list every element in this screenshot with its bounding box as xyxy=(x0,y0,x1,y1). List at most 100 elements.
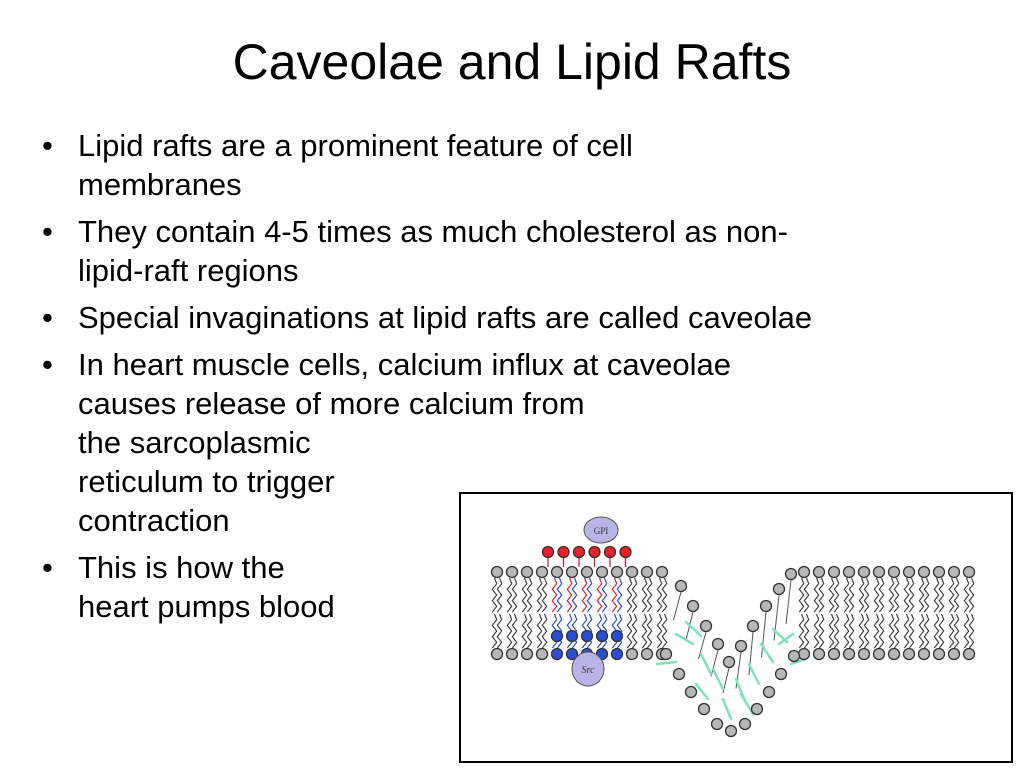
lipid-tail xyxy=(918,613,925,649)
lipid-tail xyxy=(933,613,940,649)
caveola-lipid-head xyxy=(710,717,724,731)
slide-title: Caveolae and Lipid Rafts xyxy=(232,34,792,90)
lipid-tail xyxy=(566,577,573,613)
caveolae-diagram: GPI Src xyxy=(459,492,1013,763)
lipid-head xyxy=(842,647,856,661)
lipid-tail xyxy=(878,613,885,649)
lipid-head xyxy=(917,647,931,661)
lipid-tail xyxy=(893,613,900,649)
lipid-tail xyxy=(878,577,885,613)
caveola-lipid-head xyxy=(762,685,776,699)
lipid-tail xyxy=(873,613,880,649)
caveola-lipid-head xyxy=(659,647,673,661)
lipid-tail xyxy=(586,613,593,649)
lipid-tail xyxy=(631,577,638,613)
raft-lipid-head xyxy=(580,629,594,643)
cholesterol-molecule xyxy=(711,667,725,691)
lipid-tail xyxy=(616,577,623,613)
lipid-head xyxy=(887,565,901,579)
caveola-lipid-tail xyxy=(773,594,780,641)
cholesterol-molecule xyxy=(777,632,795,646)
bullet-text: They contain 4-5 times as much cholester… xyxy=(78,212,1000,290)
lipid-tail xyxy=(581,577,588,613)
gpi-anchored-protein: GPI xyxy=(583,516,619,544)
src-label: Src xyxy=(582,665,596,676)
cholesterol-molecule xyxy=(734,677,746,701)
lipid-tail xyxy=(828,577,835,613)
lipid-heads xyxy=(490,545,976,738)
caveola-lipid-head xyxy=(750,702,764,716)
lipid-tail xyxy=(491,613,498,649)
lipid-head xyxy=(887,647,901,661)
caveola-lipid-tail xyxy=(673,591,682,621)
raft-lipid-head xyxy=(603,545,617,559)
caveola-lipid-head xyxy=(724,724,738,738)
lipid-tail xyxy=(798,613,805,649)
lipid-head xyxy=(565,647,579,661)
lipid-tail xyxy=(646,613,653,649)
lipid-head xyxy=(797,565,811,579)
caveola-lipid-tail xyxy=(761,611,767,658)
lipid-tail xyxy=(813,613,820,649)
bullet-line: reticulum to trigger xyxy=(78,464,335,499)
bullet-line: Lipid rafts are a prominent feature of c… xyxy=(78,128,633,163)
lipid-tail xyxy=(923,613,930,649)
lipid-tail xyxy=(661,577,668,613)
lipid-tail xyxy=(848,577,855,613)
lipid-head xyxy=(550,565,564,579)
lipid-head xyxy=(947,647,961,661)
caveola-lipid-head xyxy=(672,667,686,681)
lipid-tail xyxy=(596,577,603,613)
caveola-lipid-head xyxy=(697,702,711,716)
lipid-tail xyxy=(551,577,558,613)
bullet-text: Special invaginations at lipid rafts are… xyxy=(78,298,1000,337)
lipid-tail xyxy=(938,577,945,613)
lipid-tail xyxy=(908,577,915,613)
caveola-lipid-head xyxy=(746,619,760,633)
lipid-head xyxy=(827,647,841,661)
cholesterol-molecule xyxy=(684,620,703,638)
lipid-tail xyxy=(491,577,498,613)
lipid-tail xyxy=(586,577,593,613)
lipid-tail xyxy=(556,577,563,613)
caveola-lipid-head xyxy=(711,637,725,651)
caveola-lipid-head xyxy=(722,655,736,669)
bullet-line: They contain 4-5 times as much cholester… xyxy=(78,214,788,249)
lipid-tail xyxy=(626,613,633,649)
gpi-label: GPI xyxy=(594,526,609,536)
lipid-tail xyxy=(496,613,503,649)
bullet-dot: • xyxy=(42,347,53,382)
lipid-tail xyxy=(953,613,960,649)
lipid-tail xyxy=(506,613,513,649)
lipid-head xyxy=(550,647,564,661)
lipid-tail xyxy=(858,613,865,649)
lipid-head xyxy=(625,647,639,661)
lipid-tail xyxy=(526,613,533,649)
src-protein-shape xyxy=(571,651,605,687)
raft-lipid-head xyxy=(588,545,601,559)
lipid-tail xyxy=(803,613,810,649)
caveola-lipid-head xyxy=(738,717,752,731)
lipid-head xyxy=(490,647,504,661)
raft-lipid-head xyxy=(550,629,564,643)
bullet-item: • Special invaginations at lipid rafts a… xyxy=(40,298,1000,337)
lipid-tail xyxy=(833,613,840,649)
lipid-head xyxy=(872,565,886,579)
lipid-tail xyxy=(571,577,578,613)
caveola-lipid-head xyxy=(699,619,713,633)
lipid-tail xyxy=(511,577,518,613)
caveola-lipid-head xyxy=(787,649,801,663)
gpi-protein-shape xyxy=(583,516,619,544)
lipid-tail xyxy=(888,613,895,649)
lipid-tail xyxy=(661,613,668,649)
lipid-head xyxy=(535,565,549,579)
cholesterol-molecule xyxy=(694,682,710,701)
lipid-tail xyxy=(641,613,648,649)
lipid-tail xyxy=(863,613,870,649)
lipid-tail xyxy=(511,613,518,649)
lipid-tail xyxy=(843,577,850,613)
lipid-head xyxy=(610,647,624,661)
bullet-dot: • xyxy=(42,214,53,249)
lipid-head xyxy=(565,565,579,579)
lipid-head xyxy=(857,647,871,661)
